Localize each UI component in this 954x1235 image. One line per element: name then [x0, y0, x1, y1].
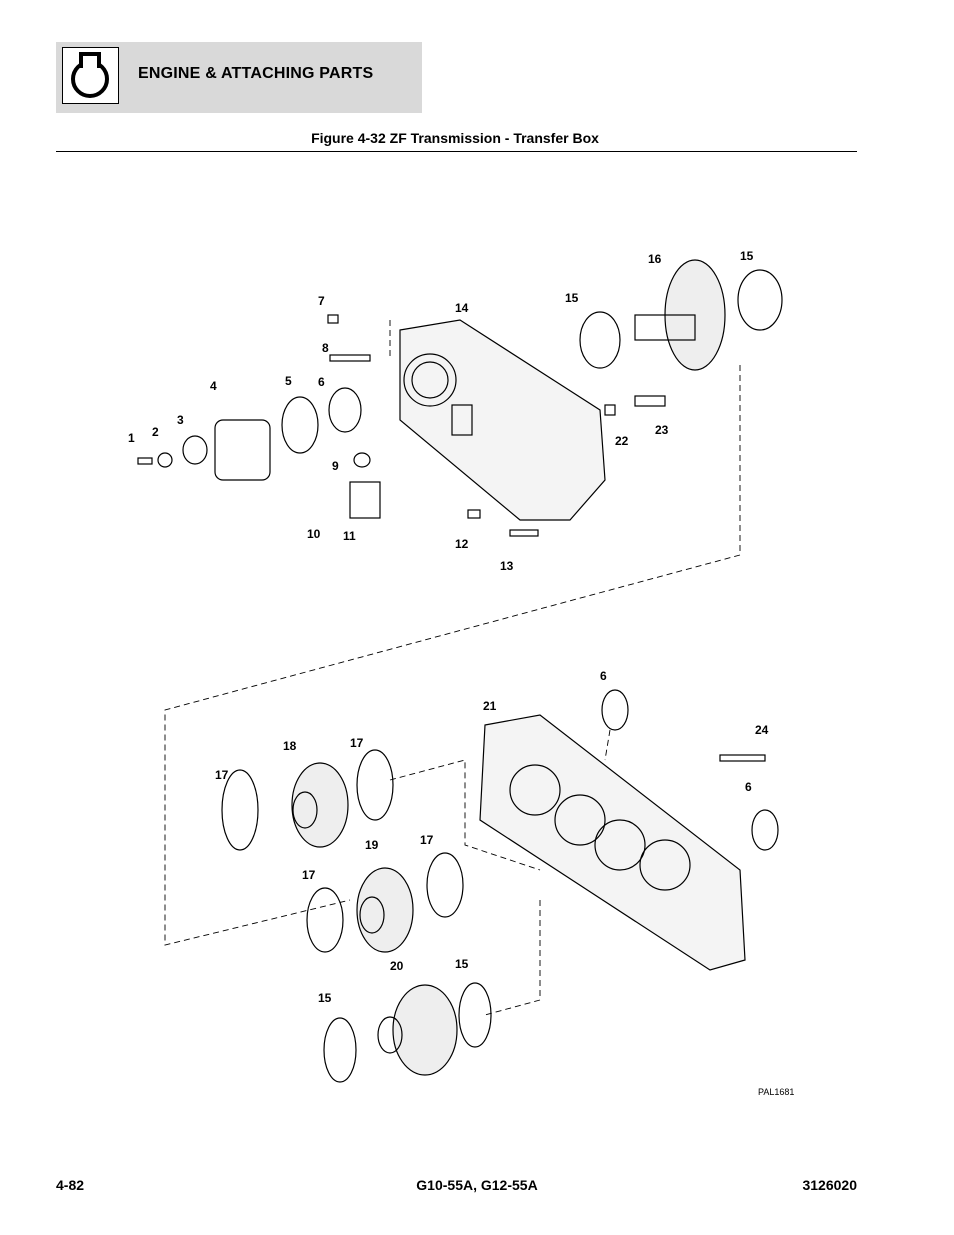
assembly-leader-lines [164, 320, 741, 1016]
drawing-code: PAL1681 [758, 1087, 794, 1097]
yoke-parts [137, 314, 666, 537]
callout-label: 3 [177, 413, 184, 427]
callout-label: 11 [343, 529, 356, 543]
callout-label: 21 [483, 699, 497, 713]
callout-label: 17 [302, 868, 316, 882]
callout-label: 2 [152, 425, 159, 439]
callout-label: 1 [128, 431, 135, 445]
callout-label: 17 [215, 768, 229, 782]
callout-label: 10 [307, 527, 321, 541]
callout-label: 23 [655, 423, 669, 437]
document-number: 3126020 [802, 1177, 857, 1193]
callout-label: 6 [600, 669, 607, 683]
callout-label: 15 [565, 291, 579, 305]
page-number: 4-82 [56, 1177, 85, 1193]
callout-label: 7 [318, 294, 325, 308]
figure-title: Figure 4-32 ZF Transmission - Transfer B… [311, 130, 599, 146]
callout-label: 20 [390, 959, 404, 973]
section-header: ENGINE & ATTACHING PARTS [56, 42, 422, 113]
model-numbers: G10-55A, G12-55A [416, 1177, 538, 1193]
header-divider [56, 151, 857, 152]
callout-label: 12 [455, 537, 469, 551]
callout-label: 24 [755, 723, 769, 737]
callout-label: 5 [285, 374, 292, 388]
callout-label: 4 [210, 379, 217, 393]
part-callouts: 1 2 3 4 5 6 7 8 9 10 11 12 13 14 15 15 1… [128, 249, 769, 1005]
callout-label: 6 [318, 375, 325, 389]
callout-label: 15 [455, 957, 469, 971]
gear-bearing-parts [221, 749, 492, 1083]
callout-label: 22 [615, 434, 629, 448]
housing-cover-part [399, 319, 606, 521]
callout-label: 9 [332, 459, 339, 473]
transfer-housing-part [479, 689, 779, 971]
callout-label: 8 [322, 341, 329, 355]
section-title: ENGINE & ATTACHING PARTS [138, 65, 374, 82]
exploded-parts-diagram: 1 2 3 4 5 6 7 8 9 10 11 12 13 14 15 15 1… [128, 249, 794, 1097]
callout-label: 14 [455, 301, 469, 315]
callout-label: 15 [318, 991, 332, 1005]
callout-label: 18 [283, 739, 297, 753]
callout-label: 17 [420, 833, 434, 847]
callout-label: 6 [745, 780, 752, 794]
output-gear-part [579, 259, 783, 371]
callout-label: 15 [740, 249, 754, 263]
engine-icon [62, 47, 119, 104]
callout-label: 16 [648, 252, 662, 266]
callout-label: 17 [350, 736, 364, 750]
callout-label: 19 [365, 838, 379, 852]
callout-label: 13 [500, 559, 514, 573]
